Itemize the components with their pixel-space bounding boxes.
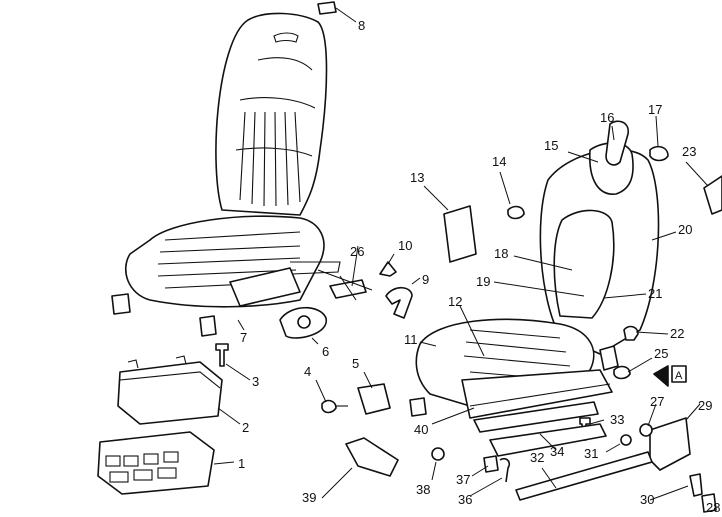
- callout-label: 36: [458, 492, 472, 507]
- callout-label: 33: [610, 412, 624, 427]
- seat-frame-assembly: [409, 142, 660, 433]
- callout-label: 2: [242, 420, 249, 435]
- part-34-track: [489, 423, 607, 457]
- callout-label: 15: [544, 138, 558, 153]
- part-3-bolt: [215, 343, 229, 367]
- callout-label: 13: [410, 170, 424, 185]
- callout-label: 32: [530, 450, 544, 465]
- part-5-bracket: [357, 383, 391, 415]
- callout-label: 14: [492, 154, 506, 169]
- view-a-label: A: [675, 370, 683, 382]
- callout-label: 28: [706, 500, 720, 515]
- callout-label: 17: [648, 102, 662, 117]
- callout-label: 39: [302, 490, 316, 505]
- part-36-clip: [499, 457, 511, 483]
- part-17-cap: [649, 145, 669, 162]
- part-39-bracket: [345, 437, 399, 477]
- callout-label: 38: [416, 482, 430, 497]
- part-25-nut: [613, 365, 631, 380]
- callout-label: 9: [422, 272, 429, 287]
- part-8-clip: [317, 1, 337, 15]
- part-13-pad: [443, 205, 477, 263]
- view-a-arrow: [653, 365, 669, 387]
- callout-label: 20: [678, 222, 692, 237]
- callout-label: 4: [304, 364, 311, 379]
- callout-label: 3: [252, 374, 259, 389]
- part-31-nut: [620, 434, 632, 446]
- part-29-bracket: [649, 417, 691, 471]
- callout-label: 1: [238, 456, 245, 471]
- view-a-box: [671, 365, 687, 383]
- part-14-knob: [507, 205, 525, 220]
- part-38-bolt: [431, 447, 445, 461]
- part-30-bolt: [689, 473, 703, 497]
- callout-label: 26: [350, 244, 364, 259]
- callout-label: 31: [584, 446, 598, 461]
- part-27-bolt: [639, 423, 653, 437]
- callout-labels: 1 2 3 4 5 6 7 8 9 10 11 12 13 14 15 16 1…: [238, 18, 720, 515]
- part-10-clip: [379, 261, 397, 277]
- callout-label: 19: [476, 274, 490, 289]
- callout-label: 34: [550, 444, 564, 459]
- callout-label: 8: [358, 18, 365, 33]
- callout-label: 16: [600, 110, 614, 125]
- callout-label: 22: [670, 326, 684, 341]
- callout-label: 30: [640, 492, 654, 507]
- part-1-module: [97, 431, 215, 495]
- part-28-bolt: [701, 493, 717, 513]
- callout-label: 12: [448, 294, 462, 309]
- callout-label: 7: [240, 330, 247, 345]
- part-16-guide: [605, 120, 629, 166]
- part-22-bolt: [623, 325, 639, 341]
- callout-label: 6: [322, 344, 329, 359]
- callout-label: 37: [456, 472, 470, 487]
- complete-seat-assembly: [111, 12, 341, 337]
- callout-label: 21: [648, 286, 662, 301]
- part-32-rail: [515, 451, 653, 501]
- part-4-bolt: [321, 399, 337, 414]
- leader-lines: [213, 7, 709, 501]
- callout-label: 27: [650, 394, 664, 409]
- part-9-handle: [385, 286, 413, 319]
- callout-label: 18: [494, 246, 508, 261]
- part-26-linkage: [317, 269, 373, 301]
- callout-label: 5: [352, 356, 359, 371]
- part-37-clip: [483, 455, 499, 473]
- callout-label: 40: [414, 422, 428, 437]
- callout-label: 11: [404, 332, 418, 347]
- part-2-module: [117, 355, 223, 425]
- callout-label: 10: [398, 238, 412, 253]
- part-23-panel: [703, 175, 722, 215]
- callout-label: 25: [654, 346, 668, 361]
- callout-label: 29: [698, 398, 712, 413]
- callout-label: 23: [682, 144, 696, 159]
